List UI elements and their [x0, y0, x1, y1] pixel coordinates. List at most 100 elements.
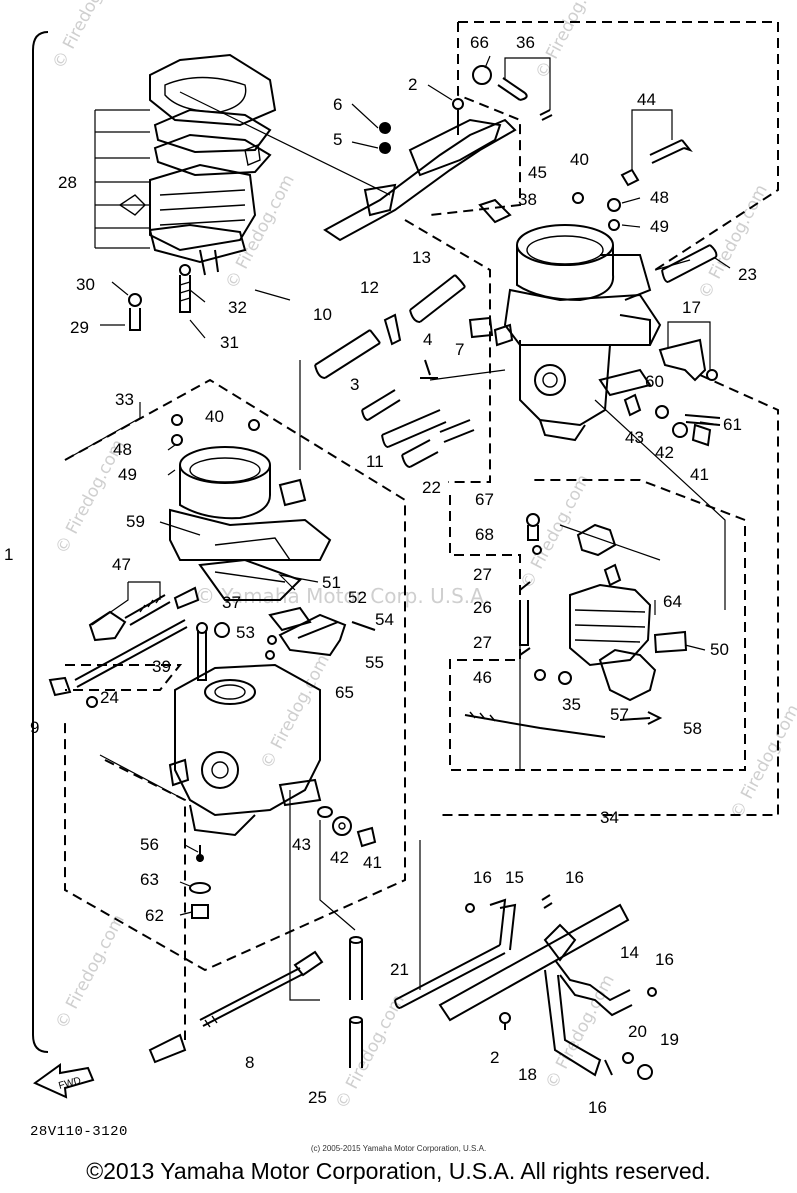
callout-42: 42: [330, 848, 349, 867]
callout-30: 30: [76, 275, 95, 294]
callout-53: 53: [236, 623, 255, 642]
dashed-outline-carb-left-lower: [65, 664, 183, 691]
callout-13: 13: [412, 248, 431, 267]
callout-10: 10: [313, 305, 332, 324]
callout-29: 29: [70, 318, 89, 337]
callout-42: 42: [655, 443, 674, 462]
right-linkage-parts: [598, 338, 721, 447]
callout-68: 68: [475, 525, 494, 544]
dashed-outline-upper-right: [458, 21, 779, 271]
callout-16: 16: [655, 950, 674, 969]
callout-16: 16: [473, 868, 492, 887]
callout-18: 18: [518, 1065, 537, 1084]
callout-16: 16: [565, 868, 584, 887]
catalog-code: 28V110-3120: [30, 1124, 128, 1140]
gasket-and-cover-parts: [196, 558, 376, 681]
callout-40: 40: [205, 407, 224, 426]
callout-49: 49: [650, 217, 669, 236]
callout-25: 25: [308, 1088, 327, 1107]
callout-2: 2: [408, 75, 417, 94]
callout-58: 58: [683, 719, 702, 738]
callout-40: 40: [570, 150, 589, 169]
watermark: © Firedog.com: [695, 181, 772, 302]
callout-9: 9: [30, 718, 39, 737]
callout-43: 43: [292, 835, 311, 854]
callout-31: 31: [220, 333, 239, 352]
watermark: © Firedog.com: [332, 991, 409, 1112]
dashed-outline-link-left: [104, 759, 186, 1040]
watermark: © Firedog.com: [257, 651, 334, 772]
forward-arrow: FWD: [33, 1063, 95, 1099]
callout-36: 36: [516, 33, 535, 52]
callout-24: 24: [100, 688, 119, 707]
watermark: © Firedog.com: [49, 0, 126, 72]
callout-67: 67: [475, 490, 494, 509]
callout-21: 21: [390, 960, 409, 979]
callout-47: 47: [112, 555, 131, 574]
carburetor-lower-left: [169, 414, 332, 561]
callout-12: 12: [360, 278, 379, 297]
carburetor-lower-body: [168, 663, 322, 919]
callout-32: 32: [228, 298, 247, 317]
callout-65: 65: [335, 683, 354, 702]
callout-50: 50: [710, 640, 729, 659]
callout-44: 44: [637, 90, 656, 109]
callout-37: 37: [222, 593, 241, 612]
dashed-outline-carb-left: [64, 378, 406, 972]
callout-2: 2: [490, 1048, 499, 1067]
watermark: © Firedog.com: [727, 701, 797, 822]
callout-48: 48: [650, 188, 669, 207]
callout-6: 6: [333, 95, 342, 114]
fwd-label: FWD: [57, 1075, 82, 1092]
fuel-hoses: [314, 274, 494, 468]
callout-labels: 1 2 2 3 4 5 6 7 8 9 10 11 12 13 14 15 16…: [4, 33, 757, 1117]
callout-38: 38: [518, 190, 537, 209]
callout-3: 3: [350, 375, 359, 394]
pump-screws: [128, 264, 191, 331]
callout-48: 48: [113, 440, 132, 459]
callout-27: 27: [473, 565, 492, 584]
watermark: © Firedog.com: [52, 911, 129, 1032]
callout-59: 59: [126, 512, 145, 531]
callout-19: 19: [660, 1030, 679, 1049]
callout-14: 14: [620, 943, 639, 962]
callout-33: 33: [115, 390, 134, 409]
callout-20: 20: [628, 1022, 647, 1041]
callout-1: 1: [4, 545, 13, 564]
callout-39: 39: [152, 657, 171, 676]
callout-22: 22: [422, 478, 441, 497]
callout-4: 4: [423, 330, 432, 349]
callout-5: 5: [333, 130, 342, 149]
callout-leaders: [64, 55, 731, 916]
callout-41: 41: [690, 465, 709, 484]
dashed-outline-carb-right: [449, 479, 746, 771]
callout-8: 8: [245, 1053, 254, 1072]
callout-46: 46: [473, 668, 492, 687]
callout-62: 62: [145, 906, 164, 925]
right-small-parts: [472, 65, 718, 283]
callout-45: 45: [528, 163, 547, 182]
callout-49: 49: [118, 465, 137, 484]
callout-57: 57: [610, 705, 629, 724]
callout-23: 23: [738, 265, 757, 284]
callout-66: 66: [470, 33, 489, 52]
callout-16: 16: [588, 1098, 607, 1117]
link-rod-and-hose: [148, 936, 363, 1068]
lower-linkage: [394, 894, 657, 1080]
dashed-outline-upper-left: [429, 22, 521, 216]
assembly-bracket: [32, 31, 49, 1053]
fuel-pump-stack: [118, 53, 277, 276]
dashed-outline-right-side: [440, 374, 779, 816]
callout-61: 61: [723, 415, 742, 434]
callout-11: 11: [366, 452, 384, 471]
callout-43: 43: [625, 428, 644, 447]
callout-51: 51: [322, 573, 341, 592]
lower-fasteners: [317, 806, 377, 848]
callout-60: 60: [645, 372, 664, 391]
site-copyright-notice: (c) 2005-2015 Yamaha Motor Corporation, …: [310, 1144, 487, 1153]
callout-56: 56: [140, 835, 159, 854]
choke-linkage: [48, 586, 200, 708]
callout-34: 34: [600, 808, 619, 827]
callout-15: 15: [505, 868, 524, 887]
